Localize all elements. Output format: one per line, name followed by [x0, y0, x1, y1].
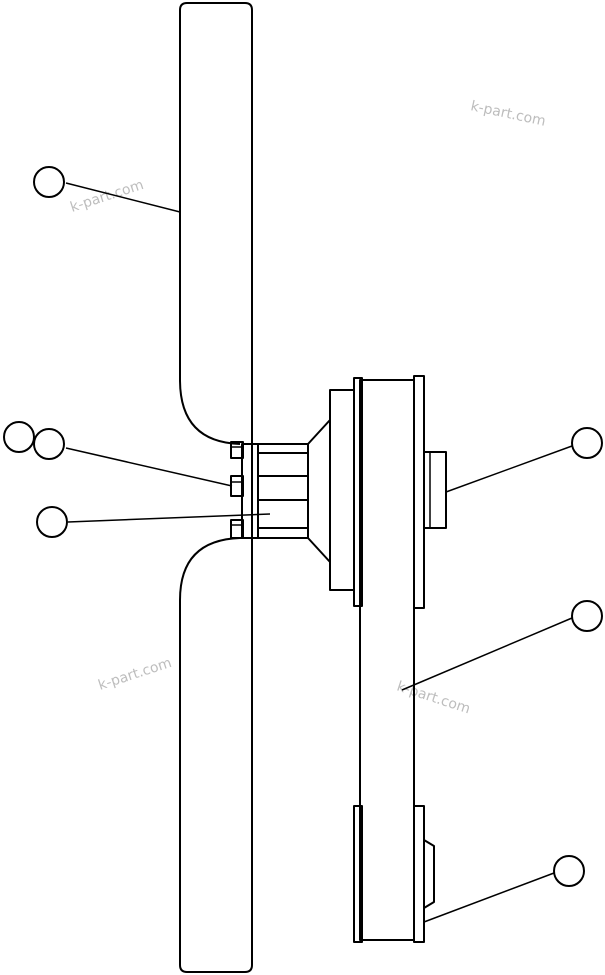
leader-line-lower-pulley [423, 872, 555, 923]
upper-tube [179, 2, 253, 445]
callout-circle-5 [571, 427, 603, 459]
lower-pulley-right-flange [413, 805, 425, 943]
upper-pulley-hub [423, 451, 447, 529]
leader-line-hub [67, 513, 271, 523]
lower-tube [179, 537, 253, 973]
drive-belt [359, 379, 415, 941]
lower-pulley-left-flange [353, 805, 363, 943]
callout-circle-1 [33, 166, 65, 198]
watermark-center-right: k-part.com [395, 679, 472, 718]
callout-circle-4 [36, 506, 68, 538]
watermark-upper-left: k-part.com [68, 177, 145, 216]
pulley-flange [329, 389, 355, 591]
watermark-lower-left: k-part.com [96, 655, 173, 694]
leader-line-upper-tube [65, 182, 181, 213]
callout-circle-6 [571, 600, 603, 632]
callout-circle-3 [33, 428, 65, 460]
pulley-cone [307, 419, 331, 563]
watermark-top-right: k-part.com [469, 98, 547, 130]
leader-line-bolts [65, 447, 233, 487]
lower-pulley-hub [423, 839, 435, 909]
callout-circle-7 [553, 855, 585, 887]
callout-circle-2 [3, 421, 35, 453]
upper-pulley-right-flange [413, 375, 425, 609]
leader-line-pulley-hub [445, 445, 573, 493]
leader-line-belt [401, 617, 573, 691]
